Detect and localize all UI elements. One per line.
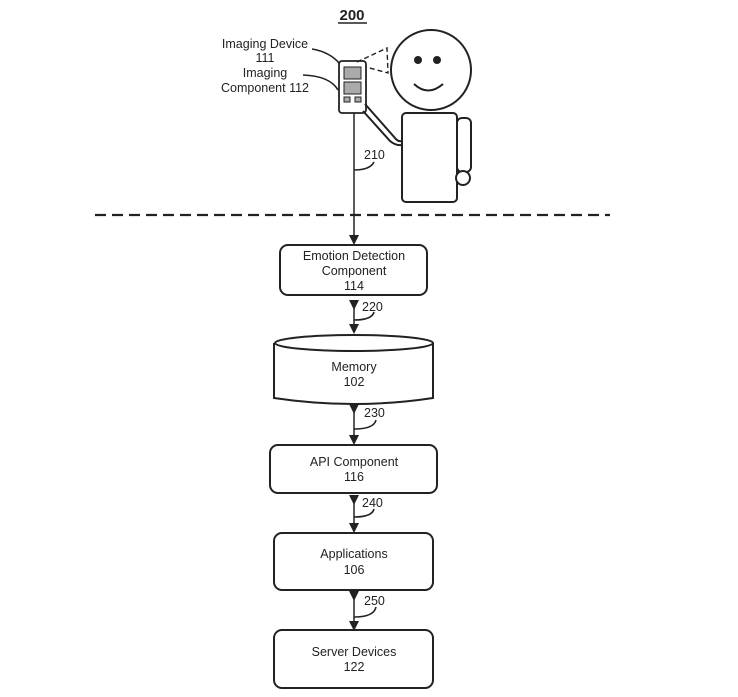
connection-240-label: 240 bbox=[362, 496, 383, 510]
api-component-block bbox=[269, 444, 438, 494]
connection-250-leader bbox=[353, 606, 377, 618]
connection-210-leader bbox=[353, 161, 375, 171]
person-arm-down bbox=[456, 117, 472, 173]
person-eye-left bbox=[414, 56, 422, 64]
connection-250-label: 250 bbox=[364, 594, 385, 608]
memory-ref: 102 bbox=[344, 375, 365, 389]
person-body bbox=[401, 112, 458, 203]
connection-240-leader bbox=[353, 508, 375, 518]
api-component-ref: 116 bbox=[344, 470, 364, 484]
applications-title: Applications bbox=[320, 547, 387, 561]
emotion-detection-ref: 114 bbox=[344, 279, 364, 293]
emotion-detection-title-2: Component bbox=[322, 264, 387, 278]
camera-view-cone bbox=[356, 46, 389, 74]
figure-number: 200 bbox=[339, 7, 364, 24]
imaging-device-label: Imaging Device bbox=[222, 37, 308, 51]
applications-block bbox=[273, 532, 434, 591]
memory-title: Memory bbox=[331, 360, 377, 374]
memory-block bbox=[273, 334, 434, 405]
emotion-detection-title-1: Emotion Detection bbox=[303, 249, 405, 263]
server-devices-block bbox=[273, 629, 434, 689]
connection-230-label: 230 bbox=[364, 406, 385, 420]
connection-230-leader bbox=[353, 419, 377, 430]
connection-210-label: 210 bbox=[364, 148, 385, 162]
person-arm-raised bbox=[364, 103, 403, 143]
imaging-device-icon bbox=[338, 60, 367, 114]
connection-220-leader bbox=[353, 311, 375, 321]
emotion-detection-block bbox=[279, 244, 428, 296]
server-devices-title: Server Devices bbox=[312, 645, 397, 659]
applications-ref: 106 bbox=[344, 563, 365, 577]
imaging-component-label: Imaging bbox=[243, 66, 288, 80]
imaging-device-leader bbox=[311, 48, 341, 65]
person-eye-right bbox=[433, 56, 441, 64]
server-devices-ref: 122 bbox=[344, 660, 365, 674]
person-figure bbox=[362, 29, 472, 203]
imaging-component-ref: Component 112 bbox=[221, 81, 309, 95]
imaging-component-leader bbox=[302, 74, 339, 91]
person-smile bbox=[413, 83, 444, 92]
person-hand bbox=[455, 170, 471, 186]
api-component-title: API Component bbox=[310, 455, 399, 469]
imaging-device-ref: 111 bbox=[255, 51, 274, 65]
connection-220-label: 220 bbox=[362, 300, 383, 314]
